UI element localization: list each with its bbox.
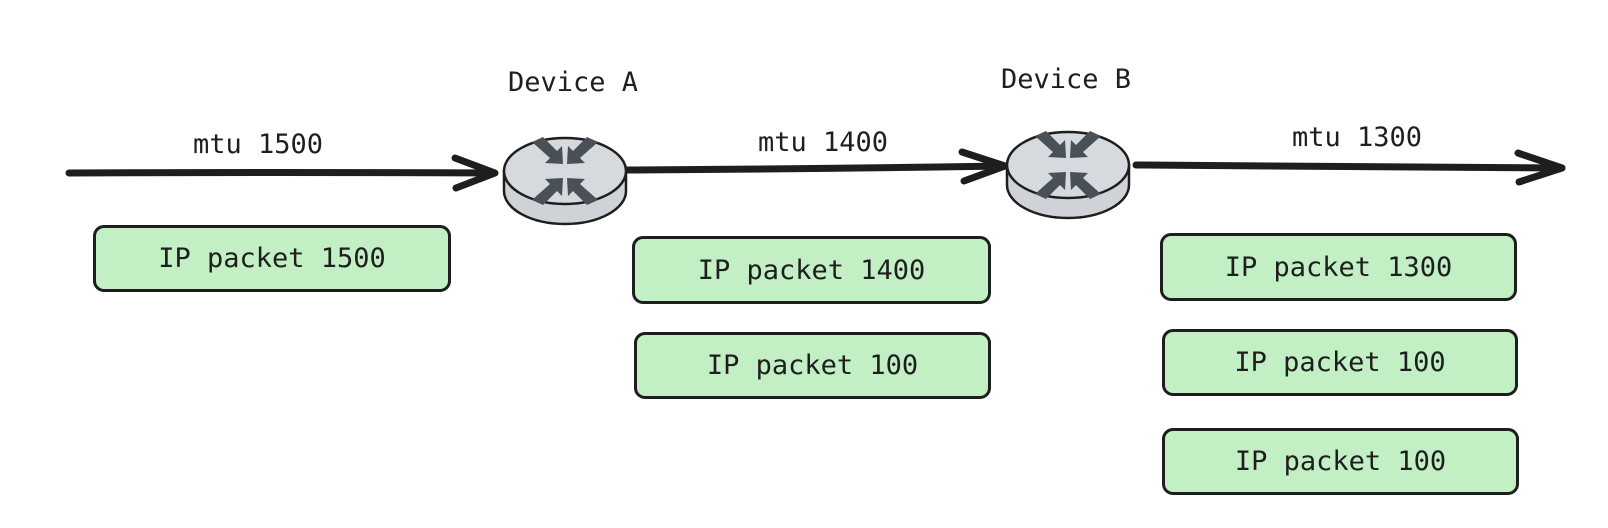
packet-box: IP packet 1500	[93, 225, 451, 292]
device-label-a: Device A	[507, 67, 639, 98]
router-icon	[1005, 130, 1131, 220]
link-arrow-1	[65, 154, 499, 192]
packet-box: IP packet 1400	[632, 236, 991, 304]
link-label-mtu-1400: mtu 1400	[757, 127, 889, 158]
packet-box: IP packet 100	[634, 332, 991, 399]
packet-box: IP packet 1300	[1160, 233, 1517, 301]
link-label-mtu-1500: mtu 1500	[192, 129, 324, 160]
packet-box: IP packet 100	[1162, 428, 1519, 495]
packet-box: IP packet 100	[1162, 329, 1518, 396]
link-arrow-3	[1132, 149, 1566, 186]
router-icon	[502, 136, 628, 226]
link-label-mtu-1300: mtu 1300	[1291, 122, 1423, 153]
link-arrow-2	[621, 148, 1009, 185]
device-label-b: Device B	[1000, 64, 1132, 95]
